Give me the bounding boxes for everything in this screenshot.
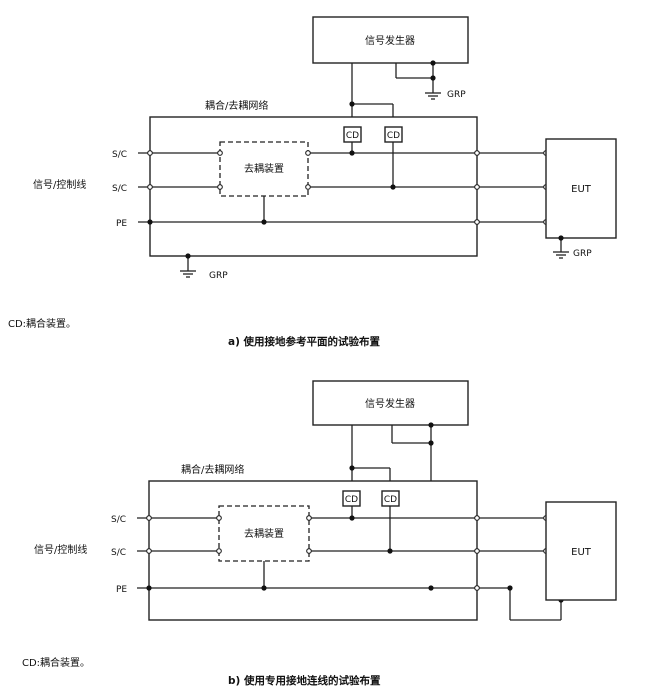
generator-label-b: 信号发生器 [365, 397, 415, 410]
ground-icon [425, 92, 441, 100]
eut-box-a [545, 138, 617, 239]
sc-label-1-b: S/C [111, 515, 126, 525]
generator-label-a: 信号发生器 [365, 34, 415, 47]
generator-box-b [312, 380, 469, 426]
cd-label-1-b: CD [345, 495, 358, 505]
pe-label-a: PE [116, 219, 127, 229]
caption-a: a) 使用接地参考平面的试验布置 [228, 335, 381, 348]
ground-icon [553, 251, 569, 259]
grp-label-top-a: GRP [447, 90, 466, 100]
eut-box-b [545, 501, 617, 601]
grp-label-eut-a: GRP [573, 249, 592, 259]
cd-label-2-b: CD [384, 495, 397, 505]
panel-b: 信号发生器 耦合/去耦网络 CD CD 去耦装置 [22, 380, 617, 687]
ground-icon [180, 270, 196, 278]
sc-label-2-b: S/C [111, 548, 126, 558]
generator-box-a [312, 16, 469, 64]
network-label-b: 耦合/去耦网络 [181, 463, 244, 476]
eut-label-a: EUT [571, 184, 592, 195]
decoupler-label-b: 去耦装置 [244, 527, 284, 540]
panel-a: 信号发生器 GRP 耦合/去耦网络 CD CD 去耦装置 [8, 16, 617, 348]
signal-line-label-a: 信号/控制线 [33, 178, 86, 191]
caption-b: b) 使用专用接地连线的试验布置 [228, 674, 381, 687]
network-label-a: 耦合/去耦网络 [205, 99, 268, 112]
note-b: CD:耦合装置。 [22, 656, 90, 669]
sc-label-1-a: S/C [112, 150, 127, 160]
decoupler-label-a: 去耦装置 [244, 162, 284, 175]
pe-label-b: PE [116, 585, 127, 595]
sc-label-2-a: S/C [112, 184, 127, 194]
cd-label-1-a: CD [346, 131, 359, 141]
cd-label-2-a: CD [387, 131, 400, 141]
grp-label-bottom-a: GRP [209, 271, 228, 281]
decoupler-box-b [218, 505, 310, 562]
signal-line-label-b: 信号/控制线 [34, 543, 87, 556]
eut-label-b: EUT [571, 547, 592, 558]
note-a: CD:耦合装置。 [8, 317, 76, 330]
